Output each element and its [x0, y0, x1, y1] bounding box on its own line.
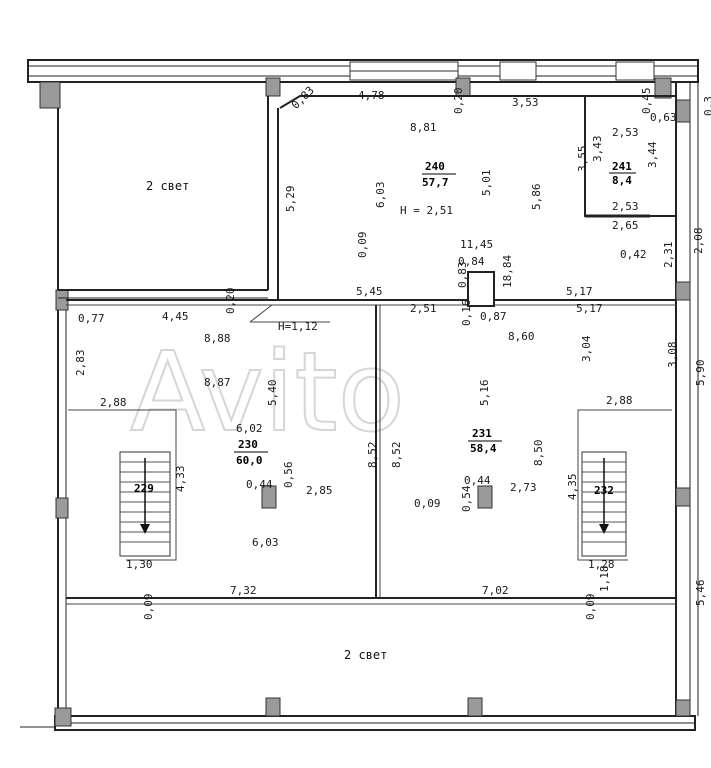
staircase-229: [119, 451, 171, 557]
dimensions: 0,83 4,78 0,20 3,53 0,45 0,63 0,3 8,81 2…: [74, 84, 711, 620]
dim: 0,09: [356, 232, 369, 259]
dim: 7,02: [482, 584, 509, 597]
dim: 0,09: [414, 497, 441, 510]
dim: 0,44: [464, 474, 491, 487]
dim: 1,30: [126, 558, 153, 571]
room-230-number: 230: [238, 438, 258, 451]
dim: 3,08: [666, 342, 679, 369]
dim: 5,40: [266, 380, 279, 407]
dim: 4,35: [566, 474, 579, 501]
dim: 8,60: [508, 330, 535, 343]
dim: 6,03: [252, 536, 279, 549]
dim: 2,51: [410, 302, 437, 315]
dim: 0,87: [480, 310, 507, 323]
room-241-number: 241: [612, 160, 632, 173]
dim: 0,44: [246, 478, 273, 491]
dim: 8,87: [204, 376, 231, 389]
staircase-232: [581, 451, 627, 557]
dim: 5,45: [356, 285, 383, 298]
dim: 5,86: [530, 184, 543, 211]
dim: 4,33: [174, 466, 187, 493]
dim: 8,81: [410, 121, 437, 134]
dim: 2,73: [510, 481, 537, 494]
dim: 0,45: [640, 88, 653, 115]
dim: 0,20: [224, 288, 237, 315]
dim: 5,90: [694, 360, 707, 387]
dim: 0,63: [650, 111, 677, 124]
dim: 18,84: [501, 255, 514, 288]
dim: 6,02: [236, 422, 263, 435]
dim: 4,78: [358, 89, 385, 102]
dim: 2,65: [612, 219, 639, 232]
dim: 5,01: [480, 170, 493, 197]
dim: 1,28: [588, 558, 615, 571]
dim: 5,16: [478, 380, 491, 407]
light-void-label-top: 2 свет: [146, 179, 189, 193]
dim: 3,53: [512, 96, 539, 109]
dim: 8,88: [204, 332, 231, 345]
room-229-number: 229: [134, 482, 154, 495]
dim: 0,20: [452, 88, 465, 115]
beam-height-label: H=1,12: [278, 320, 318, 333]
dim: 7,32: [230, 584, 257, 597]
dim: 0,84: [458, 255, 485, 268]
room-230-area: 60,0: [236, 454, 263, 467]
dim: 2,53: [612, 200, 639, 213]
dim: 0,54: [460, 485, 473, 512]
dim: 11,45: [460, 238, 493, 251]
dim: 2,85: [306, 484, 333, 497]
dim: 0,42: [620, 248, 647, 261]
dim: 0,56: [282, 462, 295, 489]
dim: 5,17: [566, 285, 593, 298]
dim: 3,44: [646, 141, 659, 168]
dim: 0,16: [460, 300, 473, 327]
dim: 1,18: [598, 566, 611, 593]
dim: 5,46: [694, 580, 707, 607]
dim: 0,09: [142, 594, 155, 621]
dim: 8,52: [366, 442, 379, 469]
dim: 0,83: [289, 84, 317, 112]
room-240-height: H = 2,51: [400, 204, 453, 217]
light-void-label-bottom: 2 свет: [344, 648, 387, 662]
dim: 3,04: [580, 335, 593, 362]
room-231-area: 58,4: [470, 442, 497, 455]
dim: 5,17: [576, 302, 603, 315]
dim: 6,03: [374, 182, 387, 209]
dim: 8,50: [532, 440, 545, 467]
interior-walls: [58, 95, 677, 605]
dim: 2,83: [74, 350, 87, 377]
room-232-number: 232: [594, 484, 614, 497]
room-240-number: 240: [425, 160, 445, 173]
dim: 2,31: [662, 242, 675, 269]
structural-columns: [39, 77, 691, 727]
dim: 0,77: [78, 312, 105, 325]
room-labels: 2 свет 2 свет 240 57,7 H = 2,51 241 8,4 …: [134, 160, 636, 662]
room-241-area: 8,4: [612, 174, 632, 187]
dim: 2,53: [612, 126, 639, 139]
dim: 2,88: [606, 394, 633, 407]
dim: 0,3: [702, 96, 711, 116]
dim: 4,45: [162, 310, 189, 323]
dim: 5,29: [284, 186, 297, 213]
dim: 3,55: [576, 146, 589, 173]
dim: 2,08: [692, 228, 705, 255]
dim: 2,88: [100, 396, 127, 409]
room-231-number: 231: [472, 427, 492, 440]
watermark: Avito: [130, 328, 405, 456]
dim: 0,09: [584, 594, 597, 621]
dim: 0,83: [456, 262, 469, 289]
dim: 8,52: [390, 442, 403, 469]
room-240-area: 57,7: [422, 176, 449, 189]
dim: 3,43: [591, 136, 604, 163]
